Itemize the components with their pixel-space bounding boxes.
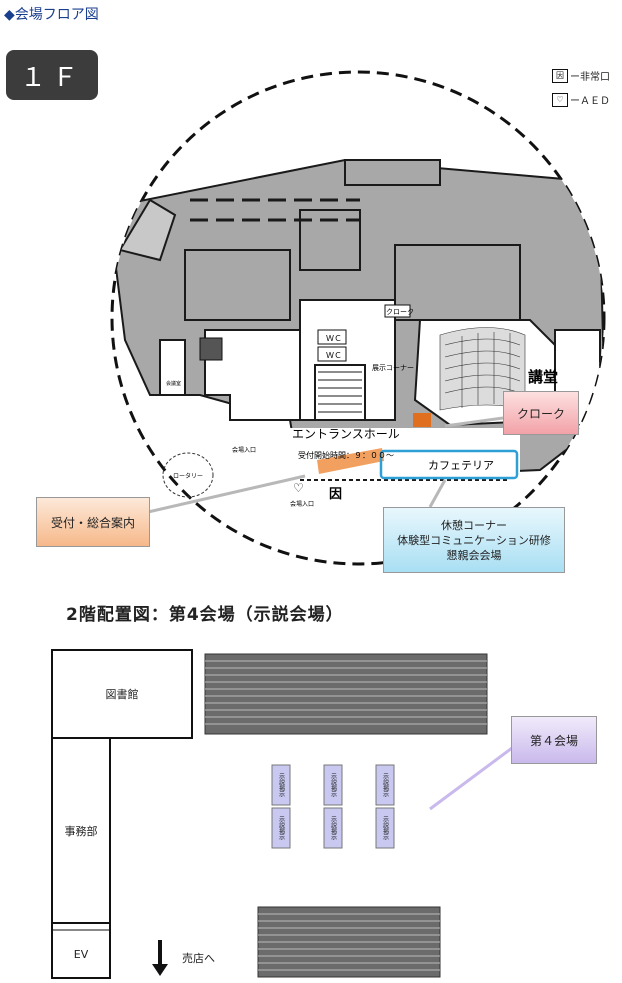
legend-aed-text: ーＡＥＤ xyxy=(570,96,610,107)
poster-board xyxy=(271,807,291,849)
aed-icon: ♡ xyxy=(293,481,304,495)
poster-label: 示説掲示 xyxy=(277,816,285,840)
poster-board xyxy=(323,807,343,849)
reception-time-label: 受付開始時間：９：００～ xyxy=(298,450,394,460)
poster-board xyxy=(375,764,395,806)
poster-label: 示説掲示 xyxy=(329,816,337,840)
poster-board xyxy=(375,807,395,849)
legend-aed: ♡ ーＡＥＤ xyxy=(552,92,610,107)
emergency-exit-icon: 因 xyxy=(552,68,568,83)
office-room xyxy=(51,737,111,924)
poster-label: 示説掲示 xyxy=(329,773,337,797)
rest-line-2: 体験型コミュニケーション研修 xyxy=(397,533,551,547)
cloak-marker xyxy=(413,413,431,427)
cafeteria-label: カフェテリア xyxy=(428,459,494,472)
poster-label: 示説掲示 xyxy=(381,773,389,797)
seating-block-top xyxy=(204,653,488,735)
callout-rest-area: 休憩コーナー 体験型コミュニケーション研修 懇親会会場 xyxy=(383,507,565,573)
venue-entrance-label-1: 会場入口 xyxy=(232,446,256,454)
callout-cloak: クローク xyxy=(503,391,579,435)
floor1-map: ＷＣ ＷＣ クローク 展示コーナー 講堂 エントランスホール 受付開始時間：９：… xyxy=(110,70,606,566)
cafeteria-highlight xyxy=(379,449,519,480)
wc-label-1: ＷＣ xyxy=(326,334,342,343)
legend-emergency-exit-text: ー非常口 xyxy=(570,72,610,83)
seating-block-bottom xyxy=(257,906,441,978)
poster-label: 示説掲示 xyxy=(381,816,389,840)
ev-label: EV xyxy=(73,947,89,961)
rotary-label: ロータリー xyxy=(173,472,203,480)
floor2-map xyxy=(51,649,513,979)
library-label: 図書館 xyxy=(105,688,139,701)
poster-board xyxy=(323,764,343,806)
hall-pointer xyxy=(429,746,513,811)
callout-reception: 受付・総合案内 xyxy=(36,497,150,547)
poster-label: 示説掲示 xyxy=(277,773,285,797)
callout-hall-4: 第４会場 xyxy=(511,716,597,764)
exhibit-corner-label: 展示コーナー xyxy=(372,364,414,372)
site-boundary xyxy=(110,70,606,566)
reception-marker xyxy=(317,448,384,474)
rotary-circle xyxy=(162,452,214,498)
legend-emergency-exit: 因 ー非常口 xyxy=(552,68,610,83)
cloak-room-label: クローク xyxy=(386,308,414,316)
to-shop-label: 売店へ xyxy=(182,952,215,965)
section-title: ◆会場フロア図 xyxy=(4,7,99,23)
venue-entrance-label-2: 会場入口 xyxy=(290,500,314,508)
reception-pointer xyxy=(147,474,306,514)
floor-badge: １Ｆ xyxy=(6,50,98,100)
library-room xyxy=(51,649,193,739)
small-room-label: 会議室 xyxy=(166,380,181,387)
auditorium-label: 講堂 xyxy=(528,368,558,386)
aed-icon: ♡ xyxy=(552,92,568,107)
cloak-pointer xyxy=(444,416,504,428)
entrance-hall-label: エントランスホール xyxy=(292,427,400,441)
office-label: 事務部 xyxy=(64,824,98,838)
rest-line-1: 休憩コーナー xyxy=(441,518,507,532)
wc-label-2: ＷＣ xyxy=(326,351,342,360)
rest-pointer xyxy=(428,479,447,508)
ev-room xyxy=(51,922,111,979)
poster-boards xyxy=(271,764,395,849)
rest-line-3: 懇親会会場 xyxy=(446,548,502,562)
emergency-exit-icon: 因 xyxy=(329,487,342,502)
poster-board xyxy=(271,764,291,806)
floor2-title: 2階配置図：第4会場（示説会場） xyxy=(66,605,344,625)
